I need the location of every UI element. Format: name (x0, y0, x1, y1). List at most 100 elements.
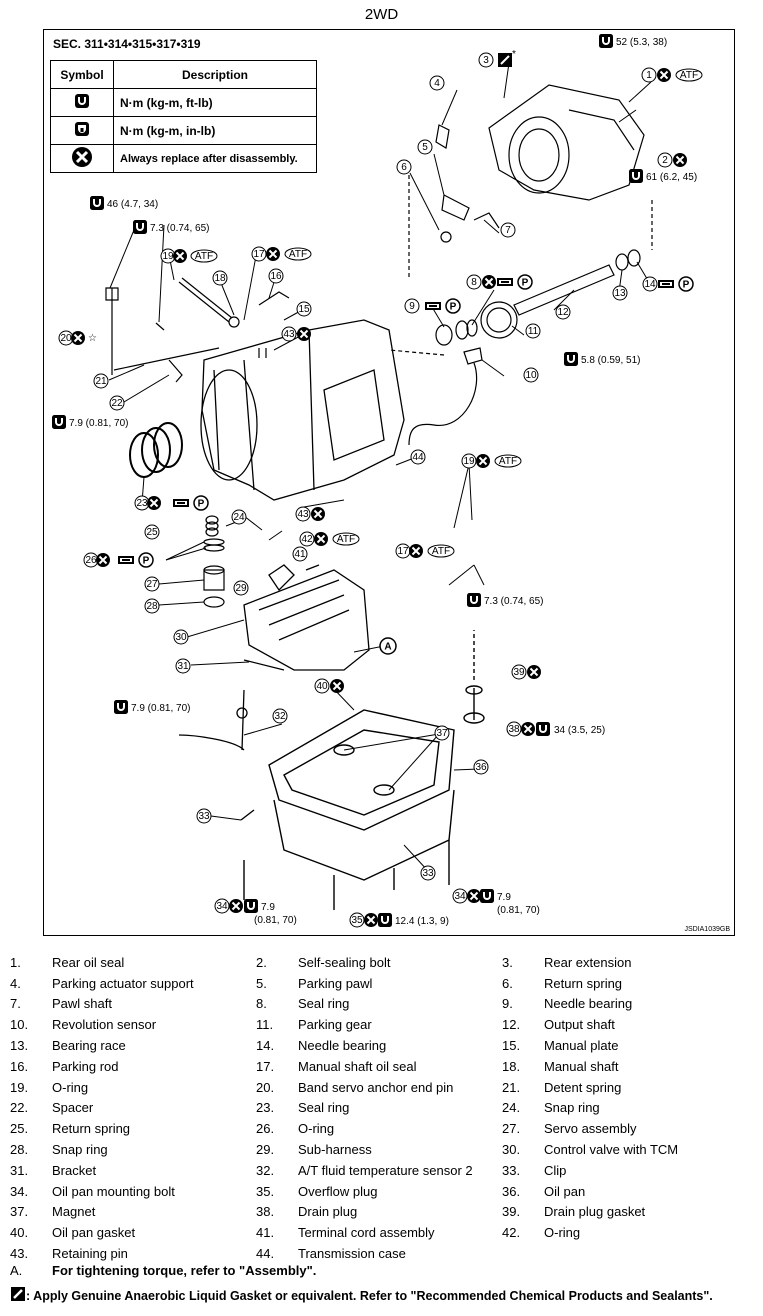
legend-item: 8.Seal ring (256, 996, 502, 1011)
torque-7-9-c-line2: (0.81, 70) (254, 915, 297, 926)
legend-item-label: Retaining pin (52, 1246, 128, 1262)
legend-item-label: Servo assembly (544, 1121, 637, 1137)
svg-text:P: P (522, 278, 529, 289)
legend-item-label: Terminal cord assembly (298, 1225, 435, 1241)
legend-item-number: 18. (502, 1058, 521, 1074)
legend-item-label: Return spring (52, 1121, 131, 1137)
svg-text:P: P (450, 302, 457, 313)
svg-text:28: 28 (146, 601, 158, 612)
legend-item: 36.Oil pan (502, 1184, 748, 1199)
svg-text:A: A (384, 642, 391, 653)
torque-12-4: 12.4 (1.3, 9) (395, 916, 449, 927)
torque-5-8: 5.8 (0.59, 51) (581, 355, 640, 366)
legend-item: 20.Band servo anchor end pin (256, 1080, 502, 1095)
legend-item-number: 21. (502, 1079, 521, 1095)
legend-item: 44.Transmission case (256, 1246, 502, 1261)
legend-item-number: 44. (256, 1246, 275, 1262)
symbol-desc-inlb: N·m (kg-m, in-lb) (113, 116, 317, 145)
legend-item: 22.Spacer (10, 1100, 256, 1115)
legend-item: 2.Self-sealing bolt (256, 955, 502, 970)
svg-text:24: 24 (233, 512, 245, 523)
note-a: A. For tightening torque, refer to "Asse… (10, 1263, 316, 1278)
svg-text:40: 40 (316, 681, 328, 692)
legend-item-label: Oil pan gasket (52, 1225, 136, 1241)
legend-item: 41.Terminal cord assembly (256, 1225, 502, 1240)
legend-item-label: Drain plug (298, 1204, 358, 1220)
legend-item-number: 5. (256, 975, 267, 991)
svg-text:7: 7 (505, 225, 511, 236)
legend-item-label: Manual shaft oil seal (298, 1058, 417, 1074)
legend-item: 5.Parking pawl (256, 976, 502, 991)
torque-34: 34 (3.5, 25) (554, 725, 605, 736)
legend-item-label: Rear extension (544, 954, 632, 970)
svg-text:35: 35 (351, 915, 363, 926)
legend-item-label: Self-sealing bolt (298, 954, 391, 970)
svg-text:3: 3 (483, 55, 489, 66)
legend-item-number: 33. (502, 1162, 521, 1178)
legend-item-label: Drain plug gasket (544, 1204, 646, 1220)
svg-text:19: 19 (162, 251, 174, 262)
legend-item-number: 12. (502, 1017, 521, 1033)
svg-text:38: 38 (508, 724, 520, 735)
legend-item: 33.Clip (502, 1163, 748, 1178)
svg-text:36: 36 (475, 762, 487, 773)
legend-item-number: 8. (256, 996, 267, 1012)
torque-7-9-d-line1: 7.9 (497, 892, 511, 903)
svg-text:8: 8 (471, 277, 477, 288)
legend-item-label: Rear oil seal (52, 954, 125, 970)
legend-item-label: Bearing race (52, 1038, 126, 1054)
torque-7-9-d-line2: (0.81, 70) (497, 905, 540, 916)
servo-assembly (203, 515, 225, 608)
parking-pawl-assembly (408, 124, 653, 280)
torque-icons (52, 34, 643, 927)
legend-item: 34.Oil pan mounting bolt (10, 1184, 256, 1199)
seal-rings (129, 422, 183, 478)
svg-text:43: 43 (297, 509, 309, 520)
svg-text:18: 18 (214, 273, 226, 284)
legend-item: 21. Detent spring (502, 1080, 748, 1095)
svg-text:10: 10 (525, 370, 537, 381)
legend-item-label: Parking gear (298, 1017, 372, 1033)
legend-item-label: Detent spring (544, 1079, 622, 1095)
legend-item-number: 31. (10, 1162, 29, 1178)
svg-text:31: 31 (177, 661, 189, 672)
legend-item-number: 30. (502, 1142, 521, 1158)
svg-text:37: 37 (436, 728, 448, 739)
svg-text:19: 19 (463, 456, 475, 467)
output-shaft (435, 249, 641, 346)
legend-item: 11.Parking gear (256, 1017, 502, 1032)
legend-item-number: 4. (10, 975, 21, 991)
legend-item: 18.Manual shaft (502, 1059, 748, 1074)
legend-item-number: 34. (10, 1183, 29, 1199)
legend-item-number: 39. (502, 1204, 521, 1220)
legend-item-label: Pawl shaft (52, 996, 112, 1012)
torque-52: 52 (5.3, 38) (616, 37, 667, 48)
note-b: : Apply Genuine Anaerobic Liquid Gasket … (10, 1286, 713, 1305)
legend-item-label: Oil pan (544, 1183, 586, 1199)
legend-item: 35.Overflow plug (256, 1184, 502, 1199)
svg-text:ATF: ATF (337, 534, 355, 545)
legend-item-number: 29. (256, 1142, 275, 1158)
legend-item-label: Manual plate (544, 1038, 619, 1054)
legend-item-number: 6. (502, 975, 513, 991)
legend-item: 14.Needle bearing (256, 1038, 502, 1053)
legend-item-number: 27. (502, 1121, 521, 1137)
legend-item-number: 23. (256, 1100, 275, 1116)
legend-item-number: 1. (10, 954, 21, 970)
legend-item-number: 14. (256, 1038, 275, 1054)
legend-item-label: Return spring (544, 975, 623, 991)
svg-text:ATF: ATF (289, 249, 307, 260)
revolution-sensor (388, 347, 483, 446)
exploded-view-diagram: 1 2 3 4 5 6 7 8 9 10 11 12 13 14 15 16 1… (52, 34, 703, 928)
legend-item-number: 26. (256, 1121, 275, 1137)
svg-text:22: 22 (111, 398, 123, 409)
